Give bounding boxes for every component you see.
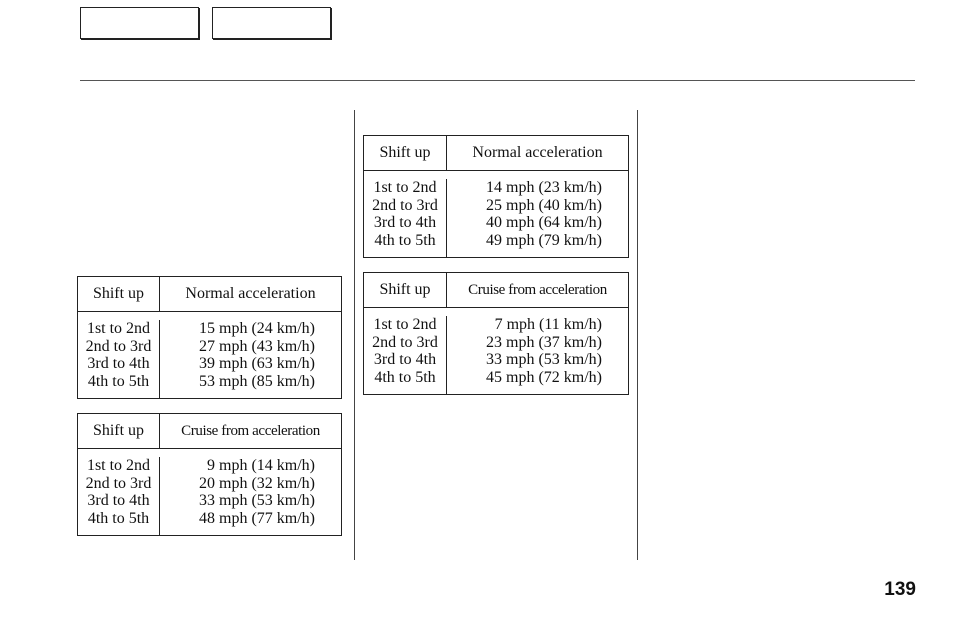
nav-button-contents[interactable]: [80, 7, 199, 39]
shift-table-normal-1: Shift up Normal acceleration 1st to 2nd …: [77, 276, 342, 399]
gear-cell: 3rd to 4th: [87, 492, 150, 509]
header-condition: Cruise from acceleration: [181, 422, 320, 439]
speed-cell: 53 mph (85 km/h): [199, 372, 315, 390]
header-shift-up: Shift up: [78, 414, 160, 448]
header-condition: Normal acceleration: [185, 285, 316, 302]
header-shift-up: Shift up: [364, 136, 447, 170]
speed-column: 9 mph (14 km/h) 20 mph (32 km/h) 33 mph …: [160, 457, 315, 535]
speed-cell: 14 mph (23 km/h): [486, 179, 602, 196]
table-header: Shift up Normal acceleration: [78, 277, 341, 312]
gear-column: 1st to 2nd 2nd to 3rd 3rd to 4th 4th to …: [364, 316, 447, 394]
gear-cell: 2nd to 3rd: [85, 474, 152, 492]
table-body: 1st to 2nd 2nd to 3rd 3rd to 4th 4th to …: [364, 308, 628, 394]
shift-table-normal-2: Shift up Normal acceleration 1st to 2nd …: [363, 135, 629, 258]
speed-cell: 7 mph (11 km/h): [494, 316, 602, 333]
column-divider-left: [354, 110, 355, 560]
speed-cell: 15 mph (24 km/h): [199, 320, 315, 337]
gear-cell: 2nd to 3rd: [372, 196, 438, 214]
table-header: Shift up Normal acceleration: [364, 136, 628, 171]
header-condition: Normal acceleration: [472, 144, 603, 161]
gear-column: 1st to 2nd 2nd to 3rd 3rd to 4th 4th to …: [78, 457, 160, 535]
table-body: 1st to 2nd 2nd to 3rd 3rd to 4th 4th to …: [364, 171, 628, 257]
speed-cell: 48 mph (77 km/h): [199, 509, 315, 527]
speed-cell: 33 mph (53 km/h): [486, 351, 602, 368]
table-body: 1st to 2nd 2nd to 3rd 3rd to 4th 4th to …: [78, 449, 341, 535]
nav-button-index[interactable]: [212, 7, 331, 39]
gear-cell: 3rd to 4th: [373, 214, 437, 231]
speed-column: 14 mph (23 km/h) 25 mph (40 km/h) 40 mph…: [447, 179, 602, 257]
header-rule: [80, 80, 915, 81]
page-number: 139: [884, 579, 916, 600]
gear-column: 1st to 2nd 2nd to 3rd 3rd to 4th 4th to …: [78, 320, 160, 398]
header-shift-up: Shift up: [364, 273, 447, 307]
speed-cell: 20 mph (32 km/h): [199, 474, 315, 492]
speed-cell: 27 mph (43 km/h): [199, 337, 315, 355]
gear-column: 1st to 2nd 2nd to 3rd 3rd to 4th 4th to …: [364, 179, 447, 257]
table-header: Shift up Cruise from acceleration: [364, 273, 628, 308]
gear-cell: 2nd to 3rd: [85, 337, 152, 355]
speed-cell: 39 mph (63 km/h): [199, 355, 315, 372]
header-condition: Cruise from acceleration: [468, 281, 607, 298]
shift-table-cruise-1: Shift up Cruise from acceleration 1st to…: [77, 413, 342, 536]
gear-cell: 1st to 2nd: [86, 320, 151, 337]
gear-cell: 4th to 5th: [374, 231, 436, 249]
gear-cell: 2nd to 3rd: [372, 333, 438, 351]
gear-cell: 1st to 2nd: [86, 457, 151, 474]
table-header: Shift up Cruise from acceleration: [78, 414, 341, 449]
header-shift-up: Shift up: [78, 277, 160, 311]
speed-cell: 25 mph (40 km/h): [486, 196, 602, 214]
gear-cell: 4th to 5th: [374, 368, 436, 386]
speed-cell: 9 mph (14 km/h): [207, 457, 315, 474]
speed-column: 7 mph (11 km/h) 23 mph (37 km/h) 33 mph …: [447, 316, 602, 394]
shift-table-cruise-2: Shift up Cruise from acceleration 1st to…: [363, 272, 629, 395]
gear-cell: 4th to 5th: [87, 372, 150, 390]
gear-cell: 1st to 2nd: [373, 179, 437, 196]
gear-cell: 4th to 5th: [87, 509, 150, 527]
speed-cell: 23 mph (37 km/h): [486, 333, 602, 351]
speed-cell: 49 mph (79 km/h): [486, 231, 602, 249]
gear-cell: 1st to 2nd: [373, 316, 437, 333]
gear-cell: 3rd to 4th: [87, 355, 150, 372]
speed-cell: 40 mph (64 km/h): [486, 214, 602, 231]
gear-cell: 3rd to 4th: [373, 351, 437, 368]
speed-cell: 33 mph (53 km/h): [199, 492, 315, 509]
speed-column: 15 mph (24 km/h) 27 mph (43 km/h) 39 mph…: [160, 320, 315, 398]
table-body: 1st to 2nd 2nd to 3rd 3rd to 4th 4th to …: [78, 312, 341, 398]
speed-cell: 45 mph (72 km/h): [486, 368, 602, 386]
column-divider-right: [637, 110, 638, 560]
